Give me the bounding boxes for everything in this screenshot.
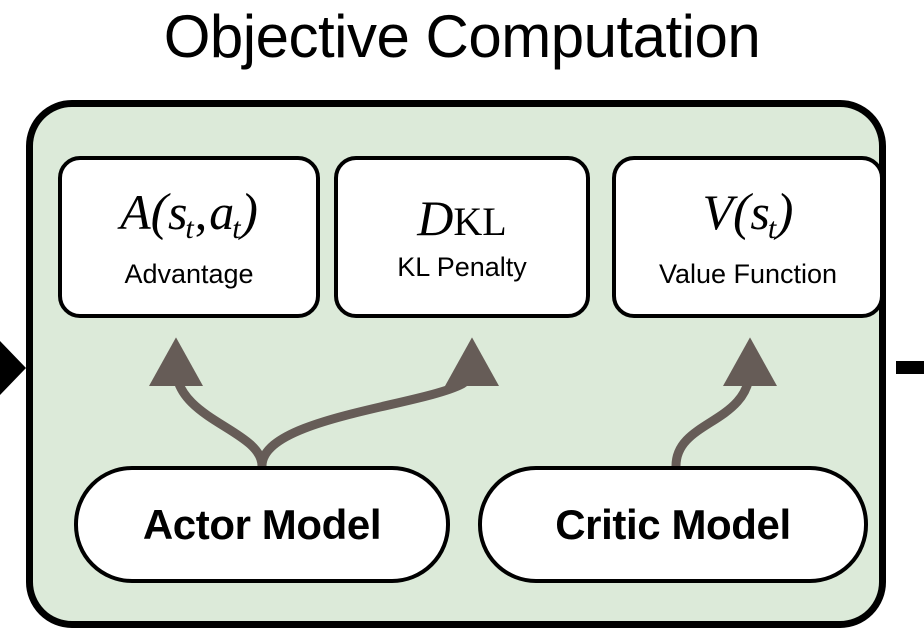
- concept-box-kl-penalty[interactable]: DKL KL Penalty: [334, 156, 590, 318]
- caption-value-function: Value Function: [658, 258, 838, 289]
- formula-kl: DKL: [417, 190, 507, 246]
- model-box-critic[interactable]: Critic Model: [478, 466, 868, 583]
- input-arrow-icon: [0, 341, 26, 395]
- concept-box-value-function[interactable]: V(st) Value Function: [612, 156, 884, 318]
- output-arrow-icon: [896, 361, 924, 374]
- caption-kl-penalty: KL Penalty: [397, 252, 527, 282]
- formula-advantage: A(st,at): [120, 183, 258, 245]
- concept-box-advantage[interactable]: A(st,at) Advantage: [58, 156, 320, 318]
- model-label-actor: Actor Model: [142, 500, 382, 548]
- model-box-actor[interactable]: Actor Model: [74, 466, 450, 583]
- caption-advantage: Advantage: [124, 258, 254, 289]
- formula-value: V(st): [702, 183, 794, 245]
- page-title: Objective Computation: [163, 3, 761, 70]
- model-label-critic: Critic Model: [555, 500, 791, 548]
